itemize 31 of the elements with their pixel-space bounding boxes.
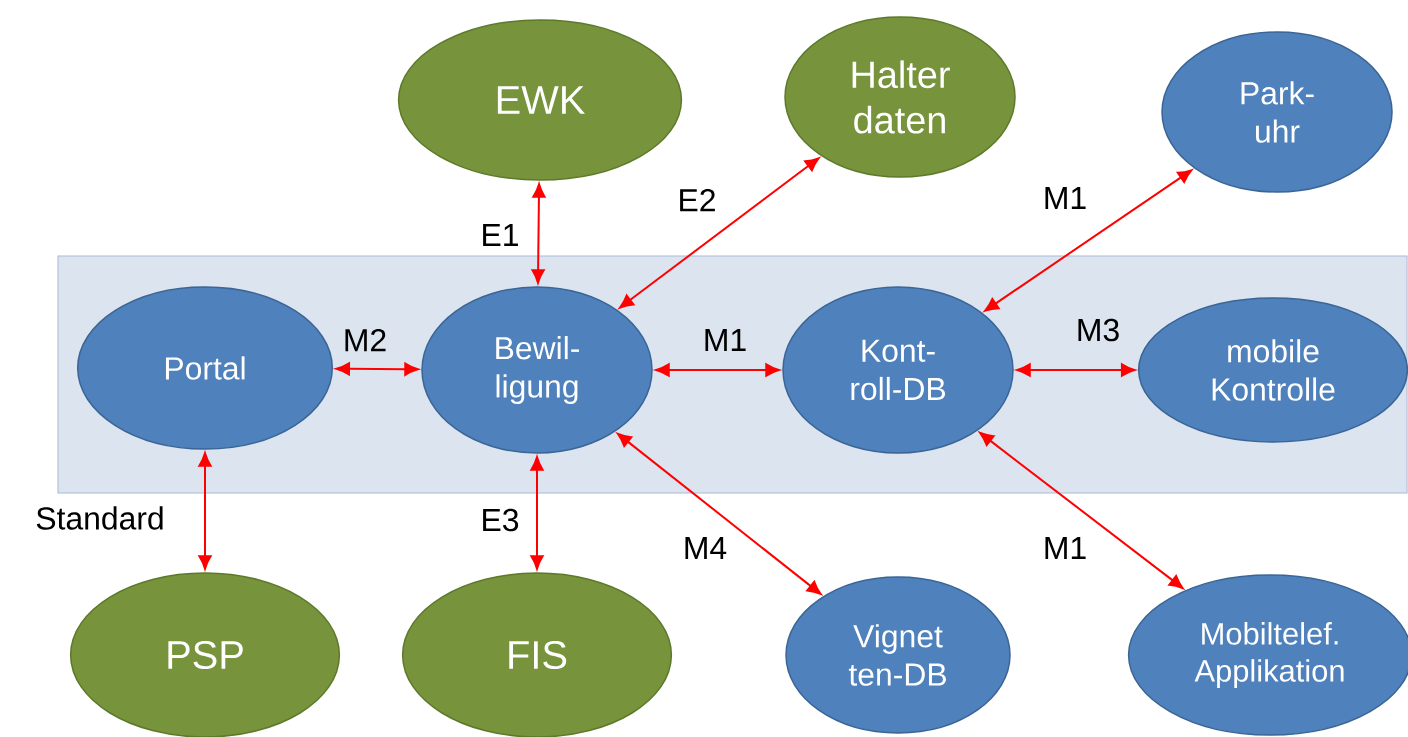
ellipse-node: Kont- roll-DB: [782, 286, 1014, 454]
double-arrow: [531, 183, 546, 284]
edge-label: M1: [1045, 537, 1086, 559]
double-arrow: [984, 169, 1193, 312]
edge-label: E2: [680, 188, 715, 212]
ellipse-node: EWK: [397, 19, 683, 181]
edge-label: E1: [483, 224, 518, 246]
ellipse-node: FIS: [401, 572, 673, 737]
ellipse-node: Portal: [76, 286, 334, 450]
double-arrow: [619, 157, 820, 309]
double-arrow: [617, 432, 822, 595]
edge-label: Standard: [36, 506, 163, 530]
double-arrow: [979, 432, 1184, 589]
ellipse-node: Halter daten: [784, 16, 1016, 178]
edge-label: M3: [1078, 318, 1119, 342]
edge-label: M4: [685, 537, 727, 559]
ellipse-node: Park- uhr: [1161, 31, 1393, 193]
double-arrow: [655, 363, 780, 377]
double-arrow: [335, 362, 419, 376]
edge-label: E3: [483, 508, 519, 532]
edge-label: M1: [705, 329, 746, 351]
double-arrow: [1016, 363, 1136, 377]
ellipse-node: mobile Kontrolle: [1137, 297, 1408, 443]
ellipse-node: Bewil- ligung: [421, 286, 653, 454]
ellipse-node: Mobiltelef. Applikation: [1127, 574, 1408, 736]
ellipse-node: PSP: [69, 572, 341, 737]
edge-label: M2: [345, 328, 386, 352]
double-arrow: [198, 452, 212, 570]
edge-label: M1: [1045, 187, 1086, 209]
double-arrow: [530, 456, 544, 570]
ellipse-node: Vignet ten-DB: [785, 576, 1011, 734]
